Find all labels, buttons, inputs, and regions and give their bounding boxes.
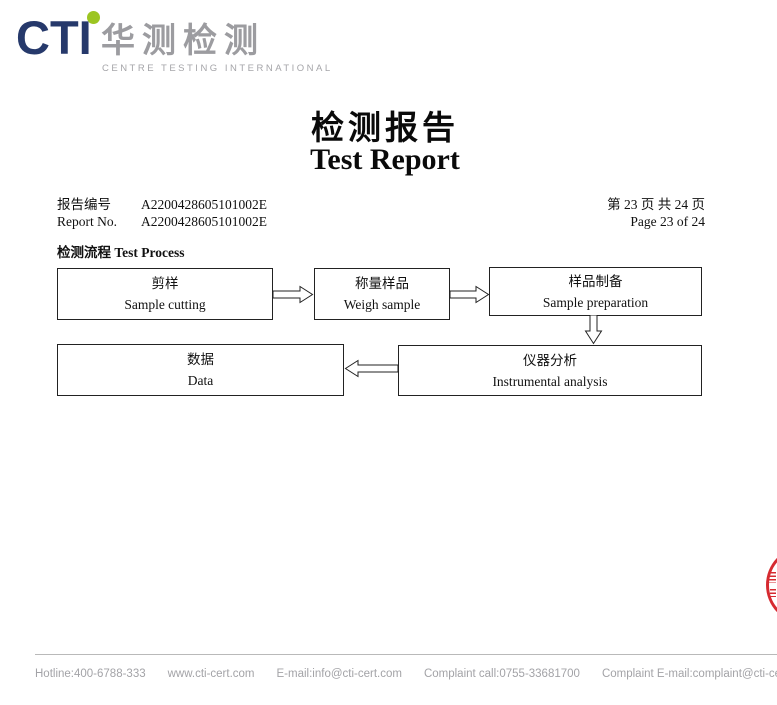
flow-box-sample-cutting: 剪样 Sample cutting [57,268,273,320]
flow-box-label-en: Instrumental analysis [492,373,608,389]
report-title-chinese: 检测报告 [311,109,459,146]
report-number-row-en: Report No. A2200428605101002E [57,214,267,231]
footer-website: www.cti-cert.com [167,668,255,680]
flow-box-data: 数据 Data [57,344,344,396]
report-number-value: A2200428605101002E [141,213,267,229]
report-number-value: A2200428605101002E [141,197,267,212]
partial-red-seal-icon [766,546,777,624]
flow-box-label-cjk: 剪样 [151,276,179,291]
flow-box-label-cjk: 数据 [187,352,214,367]
cti-logo-chinese-name: 华测检测 [101,22,265,60]
report-number-block: 报告编号 A2200428605101002E Report No. A220042… [57,197,267,230]
flow-arrow-down-icon [584,315,603,345]
page-number-block: 第 23 页 共 24 页 Page 23 of 24 [607,197,705,230]
cti-logo-subtitle: CENTRE TESTING INTERNATIONAL [102,63,333,74]
footer-hotline: Hotline:400-6788-333 [35,668,146,680]
red-seal-glyph-icon [769,572,776,583]
report-title-english: Test Report [310,143,460,176]
report-number-row-cjk: 报告编号 A2200428605101002E [57,197,267,214]
footer-email: E-mail:info@cti-cert.com [276,668,402,680]
page-number-en: Page 23 of 24 [630,213,705,229]
page-number-cjk: 第 23 页 共 24 页 [607,197,705,212]
flow-box-label-en: Sample preparation [542,294,649,310]
report-number-label-cjk: 报告编号 [57,197,111,212]
flow-box-instrumental-analysis: 仪器分析 Instrumental analysis [398,345,702,396]
report-number-label-en: Report No. [57,213,117,229]
flow-box-label-en: Data [187,373,214,388]
footer-divider [35,654,777,655]
flow-arrow-right-icon [450,285,490,304]
flow-box-label-en: Sample cutting [124,297,206,312]
flow-box-label-cjk: 样品制备 [568,273,623,289]
cti-logo-text: CTI [16,11,92,64]
flow-arrow-right-icon [273,285,314,304]
footer-complaint-call: Complaint call:0755-33681700 [423,668,580,680]
flow-box-label-cjk: 称量样品 [355,276,409,291]
flow-box-sample-preparation: 样品制备 Sample preparation [489,267,702,316]
footer-contact-bar: Hotline:400-6788-333 www.cti-cert.com E-… [35,668,777,680]
cti-logo-green-dot-icon [87,11,100,24]
flow-box-label-en: Weigh sample [343,297,421,312]
flow-box-label-cjk: 仪器分析 [523,352,577,368]
section-heading-test-process: 检测流程 Test Process [57,245,185,260]
footer-complaint-email: Complaint E-mail:complaint@cti-cert.com [601,668,777,680]
flow-box-weigh-sample: 称量样品 Weigh sample [314,268,450,320]
red-seal-glyph-icon [770,589,776,597]
flow-arrow-left-icon [344,359,398,378]
